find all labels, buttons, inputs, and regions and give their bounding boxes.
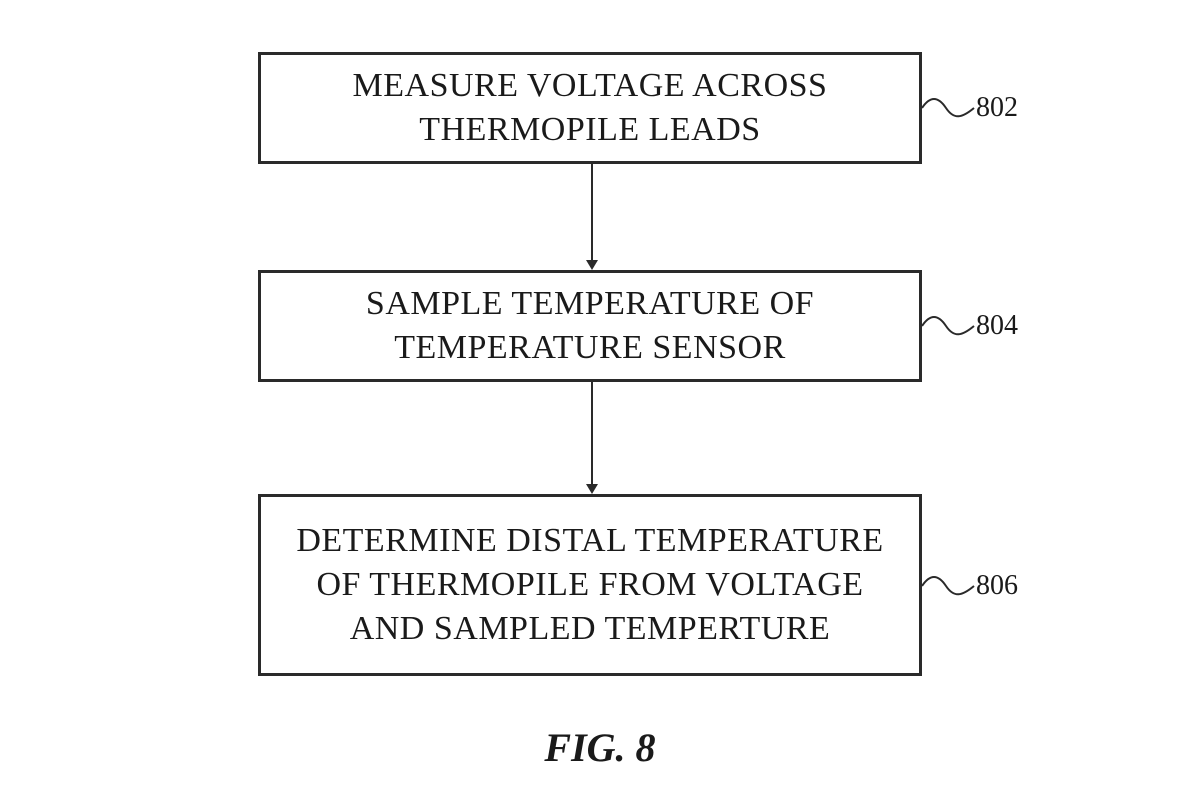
reference-leader-802 [921, 98, 975, 118]
step-804-line-2: TEMPERATURE SENSOR [394, 329, 786, 366]
figure-label: FIG. 8 [544, 725, 656, 770]
step-806-line-2: OF THERMOPILE FROM VOLTAGE [316, 566, 864, 603]
reference-number-806: 806 [976, 570, 1018, 601]
step-802-box: MEASURE VOLTAGE ACROSS THERMOPILE LEADS [258, 52, 922, 164]
reference-number-804: 804 [976, 310, 1018, 341]
arrow-804-to-806 [591, 382, 593, 484]
arrow-802-to-804 [591, 164, 593, 260]
step-806-box: DETERMINE DISTAL TEMPERATURE OF THERMOPI… [258, 494, 922, 676]
reference-leader-806 [921, 576, 975, 596]
step-802-line-2: THERMOPILE LEADS [419, 111, 761, 148]
reference-number-802: 802 [976, 92, 1018, 123]
arrowhead-802-to-804 [586, 260, 598, 270]
step-806-line-3: AND SAMPLED TEMPERTURE [349, 610, 831, 647]
step-804-box: SAMPLE TEMPERATURE OF TEMPERATURE SENSOR [258, 270, 922, 382]
step-802-line-1: MEASURE VOLTAGE ACROSS [352, 67, 828, 104]
arrowhead-804-to-806 [586, 484, 598, 494]
step-806-line-1: DETERMINE DISTAL TEMPERATURE [296, 522, 884, 559]
step-804-line-1: SAMPLE TEMPERATURE OF [365, 285, 815, 322]
reference-leader-804 [921, 316, 975, 336]
